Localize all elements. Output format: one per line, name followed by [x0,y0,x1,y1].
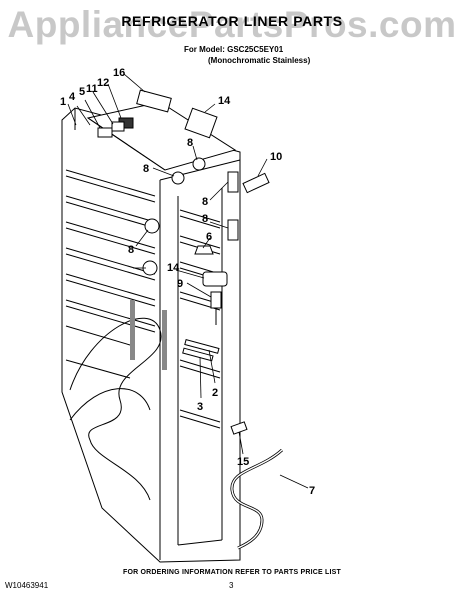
callout-4: 4 [69,91,76,103]
part-11-clip [111,121,125,132]
watermark: AppliancePartsPros.com [7,4,457,45]
callout-2: 2 [212,387,218,399]
callout-5: 5 [79,86,85,98]
part-9-clip [210,291,222,309]
callout-9: 9 [177,278,183,290]
model-variant: (Monochromatic Stainless) [208,56,311,65]
part-13-hinge [184,107,218,139]
model-line: For Model: GSC25C5EY01 [184,45,284,54]
document-number: W10463941 [5,581,49,590]
part-3-rail [182,347,214,362]
part-16-bracket [136,89,172,113]
part-5-clip [97,127,113,138]
part-2-rail [184,339,220,354]
callout-11: 11 [86,83,98,95]
page-number: 3 [229,581,234,590]
ordering-note: FOR ORDERING INFORMATION REFER TO PARTS … [122,569,342,576]
callout-8-e: 8 [128,244,134,256]
part-8-socket-top [171,171,185,185]
part-6-cap [194,245,214,255]
left-shelf-rails [65,169,156,379]
part-14-housing [202,271,228,287]
callout-14: 14 [167,262,180,274]
callout-8-d: 8 [202,213,208,225]
callout-6: 6 [206,231,212,243]
part-8-socket-left-1 [144,218,160,234]
callout-10: 10 [270,151,282,163]
callout-15: 15 [237,456,249,468]
part-10-tube [242,172,270,194]
liner-outline [61,107,241,563]
part-15-fitting [230,421,248,435]
callout-7: 7 [309,485,315,497]
part-8-light-2 [227,219,239,241]
callout-8-c: 8 [202,196,208,208]
callout-12: 12 [97,77,109,89]
callout-16: 16 [113,67,125,79]
callout-8-b: 8 [187,137,193,149]
callout-13: 14 [218,95,231,107]
part-8-light-1 [227,171,239,193]
callout-8-a: 8 [143,163,149,175]
page-title: REFRIGERATOR LINER PARTS [121,13,343,29]
callout-3: 3 [197,401,203,413]
callout-1: 1 [60,96,66,108]
part-8-socket-right [192,157,206,171]
